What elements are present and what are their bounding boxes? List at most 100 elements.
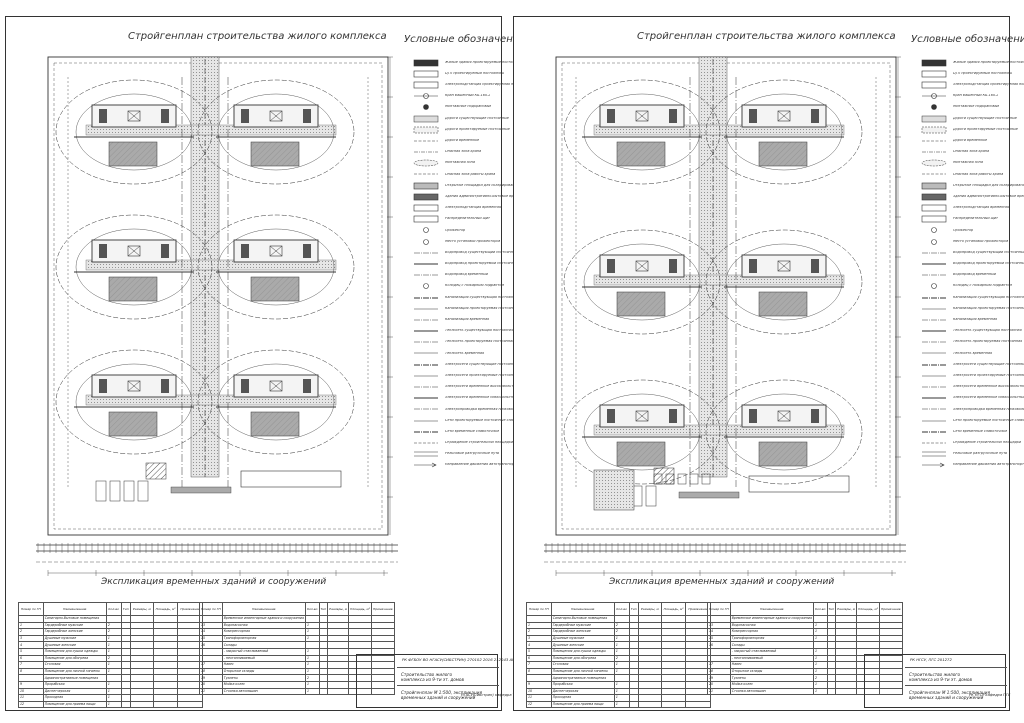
legend-item: Здания административно-бытовые временные (411, 191, 551, 202)
tower-crane (269, 380, 283, 392)
table-cell (660, 694, 687, 702)
legend-label: Направление движения автотранспорта (445, 463, 519, 467)
table-header-cell: Наименование (729, 602, 814, 616)
table-header-cell: Кол-во (304, 602, 320, 616)
table-cell (130, 628, 154, 636)
table-cell (370, 628, 395, 636)
table-cell (812, 641, 828, 649)
legend-label: Ограждение строительной площадки (445, 441, 514, 445)
legend-label: Водопровод существующий постоянный (445, 250, 518, 254)
table-cell (660, 634, 687, 643)
tower-crane-x (635, 410, 649, 422)
tower-crane (777, 260, 791, 272)
table-cell (628, 654, 640, 663)
legend-label: Электросети временные низковольтные (953, 396, 1024, 400)
table-header-cell: Размеры, м (638, 602, 662, 616)
table-cell (835, 687, 858, 696)
stamp-code: РК ФГБОУ ВО НГАСУ(СИБСТРИН) 270102 2016 … (402, 657, 515, 662)
table-cell: 8 (18, 667, 44, 676)
storage-hatch (251, 277, 299, 301)
parking-area (593, 469, 635, 511)
legend-item: Жилые здания проектируемые постоянные (411, 57, 551, 68)
table-cell (638, 641, 662, 649)
legend-item: Сети проектируемые постоянные слаботочны… (919, 415, 1024, 426)
legend-label: Теплосеть существующая постоянная (953, 329, 1022, 333)
legend-symbol (411, 439, 441, 447)
legend-symbol (411, 193, 441, 201)
building-section (669, 109, 677, 123)
table-cell (120, 661, 132, 669)
legend-symbol (411, 405, 441, 413)
legend-item: Рельсовые разгрузочные пути (411, 449, 551, 460)
table-cell: 1 (613, 661, 630, 669)
crane-work-zone (75, 93, 193, 171)
tower-crane-x (127, 110, 141, 122)
table-cell: Помещения для сушки одежды (550, 647, 615, 656)
table-cell: 19 (199, 674, 223, 682)
legend-label: Опасная зона крана (953, 150, 990, 154)
crane-danger-zone (705, 229, 863, 335)
legend-item: Опасная зона крана (919, 147, 1024, 158)
legend-symbol (919, 428, 949, 436)
building-section (99, 244, 107, 258)
table-cell: Гардеробные женские (42, 628, 107, 636)
table-cell (370, 621, 395, 630)
table-cell: 16 (707, 641, 731, 649)
legend-label: Канализация существующая постоянная (445, 295, 519, 299)
building-section (811, 259, 819, 273)
table-cell (318, 621, 329, 630)
table-header-cell: Площадь, м² (152, 602, 179, 616)
plan-title: Стройгенплан строительства жилого компле… (128, 31, 387, 42)
crane-work-zone (75, 228, 193, 306)
legend-symbol (411, 316, 441, 324)
table-cell (120, 694, 132, 702)
table-cell: 12 (18, 700, 44, 709)
table-cell: 1 (304, 621, 320, 630)
table-cell (835, 615, 858, 623)
storage-hatch (759, 292, 807, 316)
legend-item: Сети временные слаботочные (411, 426, 551, 437)
table-cell (856, 628, 880, 636)
legend-symbol (411, 282, 441, 290)
table-cell (304, 641, 320, 649)
legend-item: Дороги существующие постоянные (411, 113, 551, 124)
legend-symbol (411, 226, 441, 234)
table-header-cell: Размеры, м (835, 602, 858, 616)
legend-label: ЦТП проектируемый постоянный (953, 71, 1013, 75)
crane-danger-zone (55, 79, 213, 185)
legend-label: Опасная зона работы крана (445, 172, 496, 176)
legend-label: Дороги проектируемые постоянные (445, 127, 510, 131)
legend-symbol (411, 249, 441, 257)
legend-label: Здания административно-бытовые временные (445, 194, 530, 198)
table-cell: Душевые мужские (42, 634, 107, 643)
legend-symbol (919, 316, 949, 324)
connector-road (593, 124, 845, 136)
table-cell (130, 667, 154, 676)
tower-crane (127, 110, 141, 122)
table-cell (120, 687, 132, 696)
table-cell (370, 687, 395, 696)
legend-item: Сети проектируемые постоянные слаботочны… (411, 415, 551, 426)
table-cell (130, 634, 154, 643)
site-office (653, 473, 663, 485)
tower-crane-x (635, 110, 649, 122)
table-cell: Проходная (42, 694, 107, 702)
crane-work-zone (583, 393, 701, 471)
table-cell (638, 634, 662, 643)
legend-item: Колодец с пожарным гидрантом (919, 281, 1024, 292)
table-cell (318, 667, 329, 676)
table-row: Временные инвентарные здания и сооружени… (707, 615, 903, 623)
table-cell: Временные инвентарные здания и сооружени… (221, 615, 306, 623)
table-cell: Помещение для приема пищи (550, 700, 615, 709)
legend-item: Канализация существующая постоянная (411, 292, 551, 303)
table-cell (130, 694, 154, 702)
legend-item: Монтажная зона (919, 158, 1024, 169)
legend-label: Монтажная зона (445, 161, 475, 165)
legend-symbol (919, 394, 949, 402)
